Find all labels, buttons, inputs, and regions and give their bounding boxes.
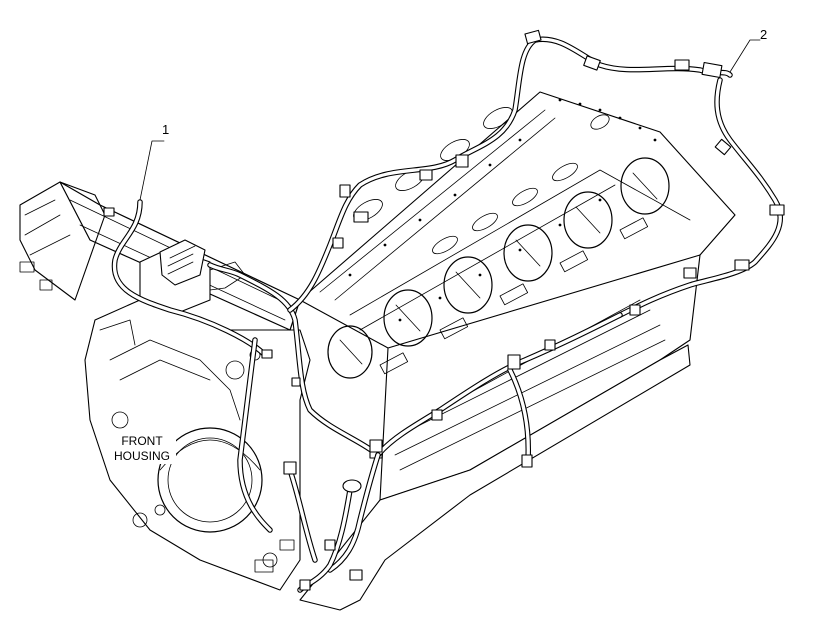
- callout-2-label: 2: [760, 27, 767, 42]
- callout-1-label: 1: [162, 122, 169, 137]
- front-housing-label-line2: HOUSING: [114, 449, 170, 463]
- deck-bolts: [348, 98, 657, 322]
- side-windows: [379, 217, 649, 375]
- callout-2: 2: [729, 27, 767, 73]
- harness-1: [103, 199, 383, 533]
- lower-front-hoses: [283, 461, 363, 593]
- valve-cover-ovals: [353, 107, 610, 255]
- callout-1: 1: [139, 122, 169, 201]
- control-box: [139, 239, 246, 313]
- cylinder-bores: [327, 157, 670, 379]
- front-housing-label-line1: FRONT: [121, 434, 163, 448]
- front-housing-label: FRONT HOUSING: [108, 432, 176, 464]
- engine-block: [299, 91, 736, 611]
- harness-2: [287, 29, 785, 573]
- harness-2-connectors: [332, 29, 785, 468]
